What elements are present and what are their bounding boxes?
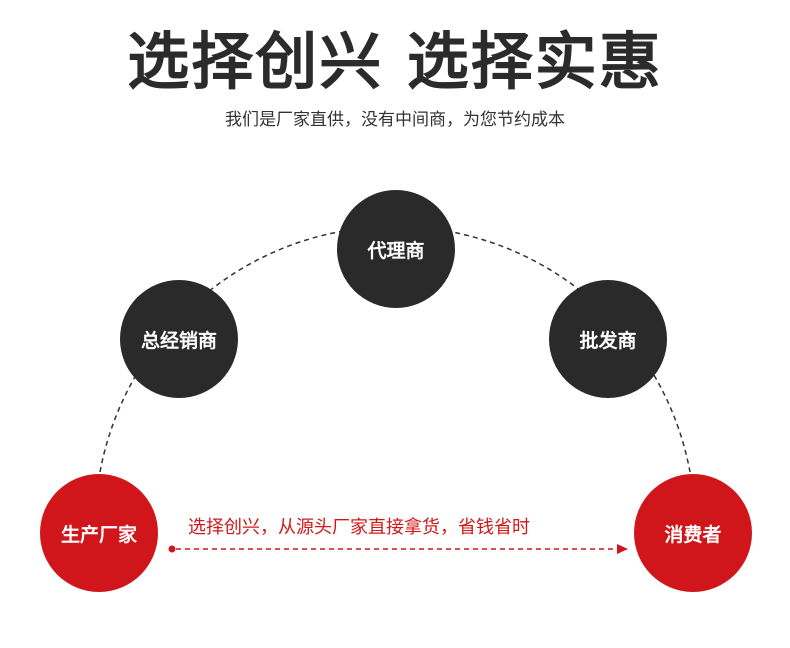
node-manufacturer: 生产厂家 xyxy=(40,474,158,592)
node-consumer-label: 消费者 xyxy=(664,523,722,546)
node-general-distributor-label: 总经销商 xyxy=(140,329,217,352)
node-wholesaler: 批发商 xyxy=(549,280,667,398)
direct-path-arrowhead xyxy=(617,544,628,554)
node-wholesaler-label: 批发商 xyxy=(579,329,637,352)
page-subtitle: 我们是厂家直供，没有中间商，为您节约成本 xyxy=(225,110,565,130)
direct-path-start-dot xyxy=(168,545,176,553)
node-consumer: 消费者 xyxy=(634,474,752,592)
page-title: 选择创兴 选择实惠 xyxy=(127,25,663,98)
node-agent: 代理商 xyxy=(337,190,455,308)
direct-path-label: 选择创兴，从源头厂家直接拿货，省钱省时 xyxy=(188,517,530,538)
node-manufacturer-label: 生产厂家 xyxy=(60,523,137,546)
node-agent-label: 代理商 xyxy=(367,239,425,262)
node-general-distributor: 总经销商 xyxy=(120,280,238,398)
